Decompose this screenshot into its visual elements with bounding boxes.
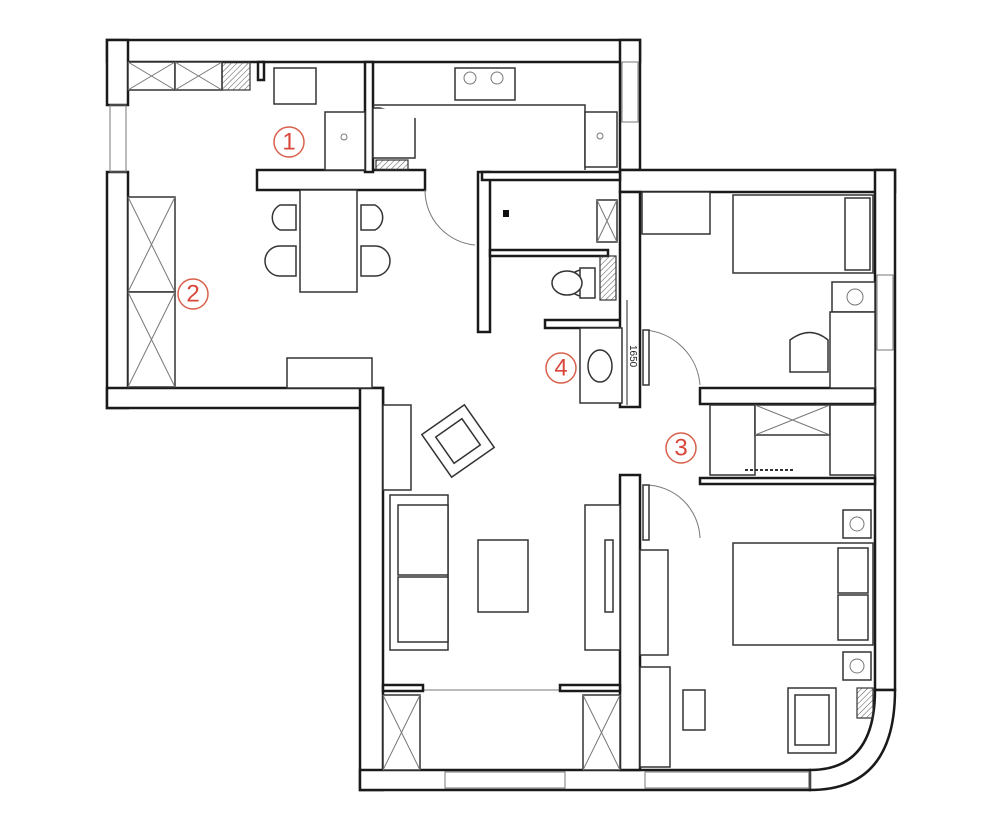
bedroom-small [641,191,876,389]
bedroom-master [639,404,876,768]
room-marker-2: 2 [177,278,209,310]
room-marker-label: 1 [282,129,295,156]
windows [109,61,894,789]
kitchen [127,61,618,246]
dimension-label: 1650 [627,345,638,368]
bathroom [503,199,701,404]
room-marker-3: 3 [665,432,697,464]
room-marker-label: 4 [554,355,567,382]
dining-area [127,189,391,389]
room-marker-4: 4 [545,352,577,384]
room-marker-label: 2 [186,281,199,308]
shower-head-icon [503,210,509,217]
room-marker-label: 3 [674,435,687,462]
living-room [382,403,621,771]
dimension-annotation: 1650 [626,300,638,405]
room-marker-1: 1 [273,126,305,158]
